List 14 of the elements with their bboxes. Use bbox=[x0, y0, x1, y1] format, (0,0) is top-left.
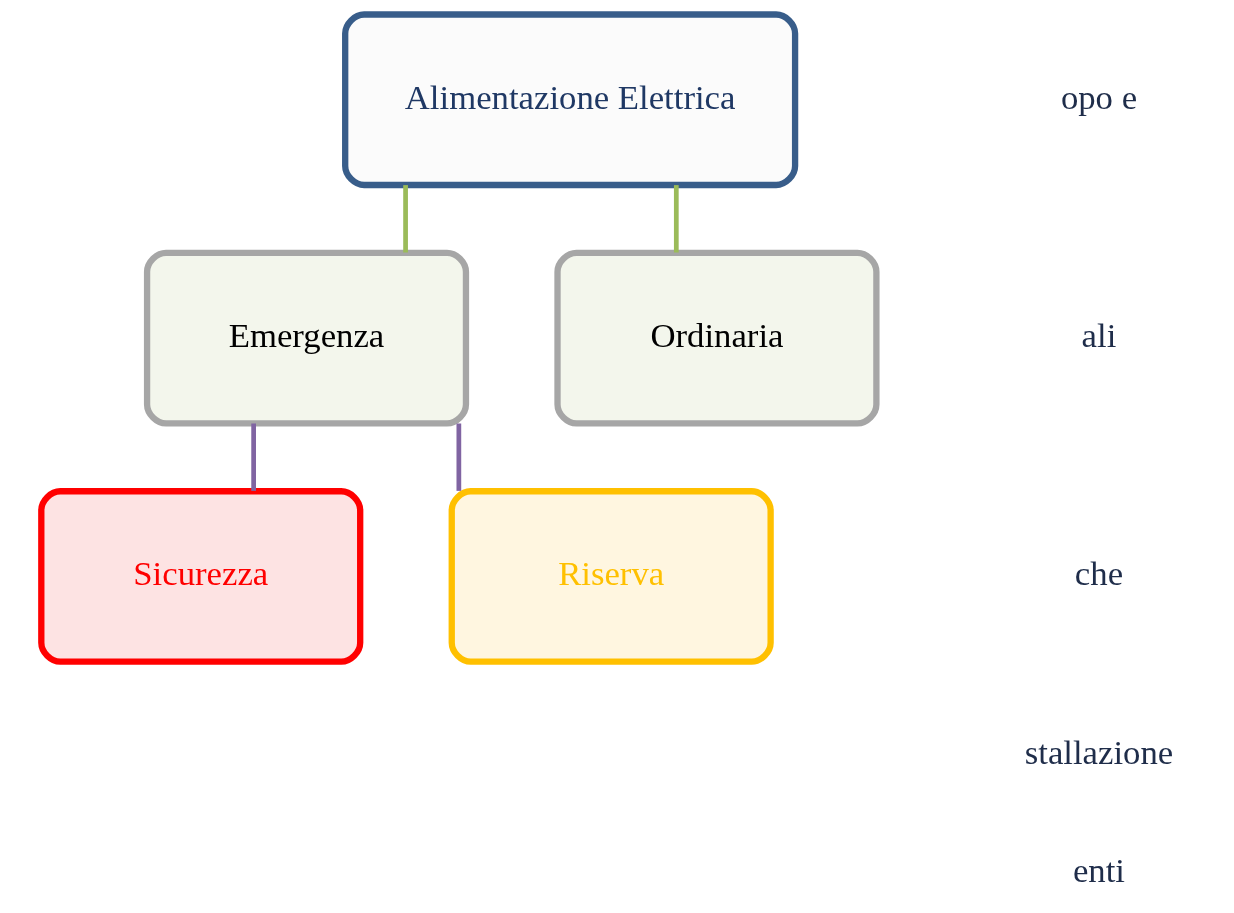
node-box: Emergenza bbox=[143, 249, 469, 427]
connector bbox=[402, 185, 408, 253]
node-box: Riserva bbox=[448, 488, 774, 665]
connector bbox=[673, 185, 679, 253]
connector bbox=[456, 423, 461, 491]
label: enti bbox=[1072, 851, 1125, 891]
label: opo e bbox=[1060, 77, 1137, 117]
label: che bbox=[1074, 554, 1123, 594]
label: ali bbox=[1081, 315, 1116, 355]
node-box: Sicurezza bbox=[37, 488, 363, 665]
node-box: Ordinaria bbox=[553, 249, 880, 427]
node-box: Alimentazione Elettrica bbox=[341, 11, 798, 189]
label: stallazione bbox=[1024, 732, 1173, 772]
connector bbox=[250, 423, 256, 491]
